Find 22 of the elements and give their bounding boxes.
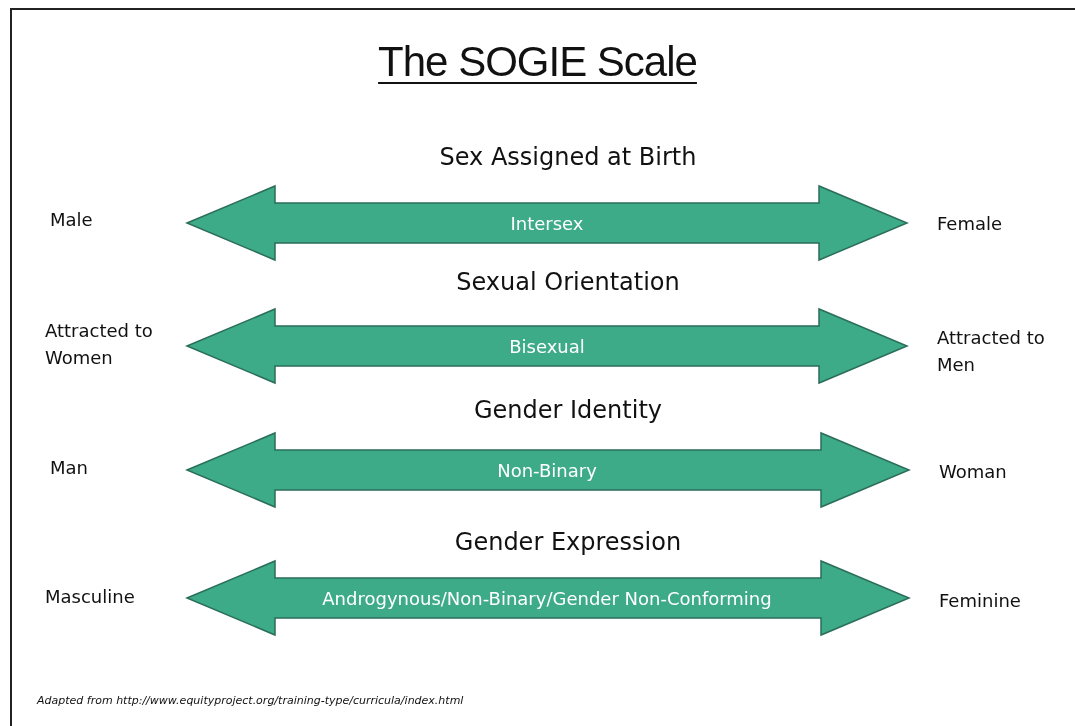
end-label: Feminine bbox=[939, 587, 1039, 614]
double-arrow bbox=[185, 431, 911, 509]
end-label: Male bbox=[50, 206, 162, 233]
end-label: Attracted to Women bbox=[45, 317, 162, 371]
end-label: Woman bbox=[939, 458, 1029, 485]
scale-heading: Gender Expression bbox=[453, 528, 683, 556]
double-arrow bbox=[185, 559, 911, 637]
end-label: Attracted to Men bbox=[937, 324, 1045, 378]
end-label: Masculine bbox=[45, 583, 162, 610]
edge-label: Intersex bbox=[510, 212, 584, 234]
edge-label: Bisexual bbox=[509, 335, 585, 357]
edge-label: Androgynous/Non-Binary/Gender Non-Conforming bbox=[322, 587, 772, 609]
title: The SOGIE Scale bbox=[378, 38, 697, 86]
end-label: Female bbox=[937, 210, 1027, 237]
double-arrow bbox=[185, 307, 909, 385]
scale-heading: Sex Assigned at Birth bbox=[438, 143, 698, 171]
edge-label: Non-Binary bbox=[497, 459, 597, 481]
double-arrow bbox=[185, 184, 909, 262]
scale-heading: Gender Identity bbox=[472, 396, 664, 424]
end-label: Man bbox=[50, 454, 162, 481]
scale-heading: Sexual Orientation bbox=[455, 268, 681, 296]
caption: Adapted from http://www.equityproject.org/training-type/curricula/index.html bbox=[37, 694, 464, 707]
